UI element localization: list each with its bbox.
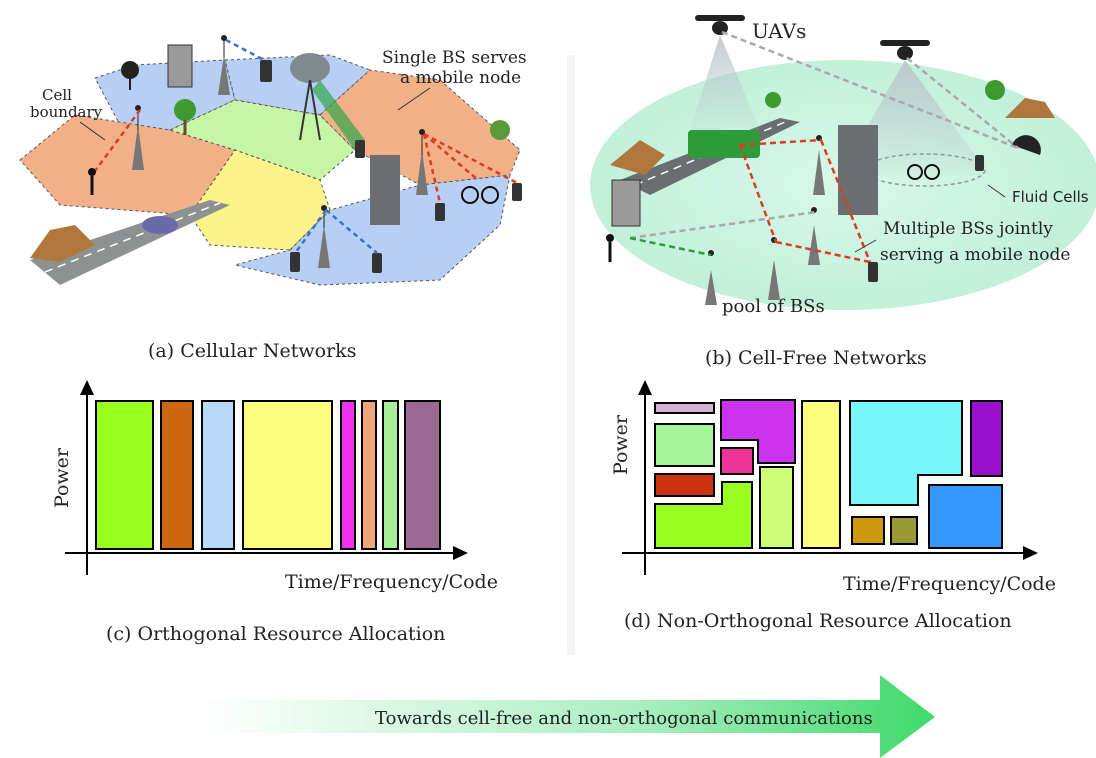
resource-block-8 [404,400,441,550]
resource-block-1 [95,400,154,550]
tree-icon [490,120,510,140]
pedestrian-icon [88,168,96,176]
cell-free-network-illustration: UAVs Fluid Cells Multiple BSs jointly se… [590,15,1096,317]
resource-block-6 [361,400,377,550]
mountain-icon [1005,98,1055,118]
single-bs-pointer [397,87,431,111]
cyclist-icon [461,186,479,204]
pool-of-bss-label: pool of BSs [722,296,825,317]
cell-boundary-pointer [79,121,106,141]
satellite-dish-icon [1012,135,1041,155]
uav-beam [690,35,760,130]
beam [312,80,365,150]
cell-boundary-label-line2: boundary [30,103,103,121]
building-icon [167,44,193,88]
resource-block-4 [242,400,333,550]
car-icon [142,216,178,234]
cell-boundary-label-line1: Cell [42,86,72,104]
non-orthogonal-allocation-chart: Power Time/Frequency/Code [610,380,1056,595]
y-axis-arrowhead [638,380,652,395]
panel-divider [567,55,575,655]
resource-block-5 [720,399,796,464]
x-axis-label: Time/Frequency/Code [285,571,498,593]
resource-block-11 [928,484,1003,549]
cell-blue-bottom [234,174,511,286]
single-bs-label-line2: a mobile node [400,68,521,88]
tree-icon [174,99,196,121]
multiple-bs-pointer [854,239,877,253]
resource-block-9 [849,400,963,506]
mountain-icon [30,225,95,262]
fluid-cells-pointer [987,184,1006,198]
caption-a: (a) Cellular Networks [148,340,356,362]
phone-icon [435,203,445,221]
resource-block-4 [654,481,753,549]
base-station-icon [416,129,428,195]
caption-c: (c) Orthogonal Resource Allocation [106,623,445,645]
resource-block-3 [201,400,235,550]
phone-icon [512,183,522,201]
x-axis-arrowhead [1023,546,1038,560]
resource-block-7 [382,400,399,550]
caption-b: (b) Cell-Free Networks [705,347,927,369]
resource-block-13 [890,516,918,545]
phone-icon [868,262,878,282]
resource-block-7 [759,466,794,549]
multiple-bs-label-line2: serving a mobile node [880,245,1070,265]
resource-block-10 [970,400,1003,477]
cellular-network-illustration: Cell boundary Single BS serves a mobile … [19,35,527,286]
resource-block-12 [851,516,885,545]
x-axis-arrowhead [453,546,468,560]
y-axis-arrowhead [80,380,94,395]
resource-block-2 [160,400,194,550]
uavs-label: UAVs [752,19,806,43]
resource-block-3 [654,473,715,497]
phone-icon [290,252,300,272]
uav-icon [880,40,930,60]
base-station-icon [218,35,230,95]
progress-arrow-label: Towards cell-free and non-orthogonal com… [375,708,873,729]
progress-arrow: Towards cell-free and non-orthogonal com… [200,675,935,758]
road-marking [44,202,221,273]
fluid-cells-label: Fluid Cells [1012,188,1089,206]
phone-icon [260,60,272,82]
progress-arrow-shape [200,675,935,758]
phone-icon [975,155,984,171]
phone-icon [372,253,382,273]
road [30,200,230,285]
y-axis-label: Power [51,447,73,508]
caption-d: (d) Non-Orthogonal Resource Allocation [624,610,1012,632]
cyclist-icon [907,164,923,180]
resource-block-6 [720,447,754,475]
pedestrian-icon [606,234,614,242]
y-axis-label: Power [610,414,632,475]
resource-block-8 [801,400,841,549]
phone-icon [355,140,365,158]
skyscraper-icon [370,155,400,225]
x-axis-label: Time/Frequency/Code [843,573,1056,595]
uav-icon [695,15,745,35]
resource-block-2 [654,423,715,467]
bs-tower-icon [290,53,330,83]
mountain-icon [610,140,665,175]
tree-icon [985,80,1005,100]
tree-icon [765,92,781,108]
resource-block-1 [654,402,715,414]
orthogonal-allocation-chart: Power Time/Frequency/Code [51,380,498,593]
building-icon [611,179,641,227]
skyscraper-icon [838,125,878,215]
resource-block-5 [340,400,356,550]
bus-icon [688,130,760,158]
single-bs-label-line1: Single BS serves [382,48,527,68]
tree-icon [121,61,139,79]
multiple-bs-label-line1: Multiple BSs jointly [883,219,1053,239]
